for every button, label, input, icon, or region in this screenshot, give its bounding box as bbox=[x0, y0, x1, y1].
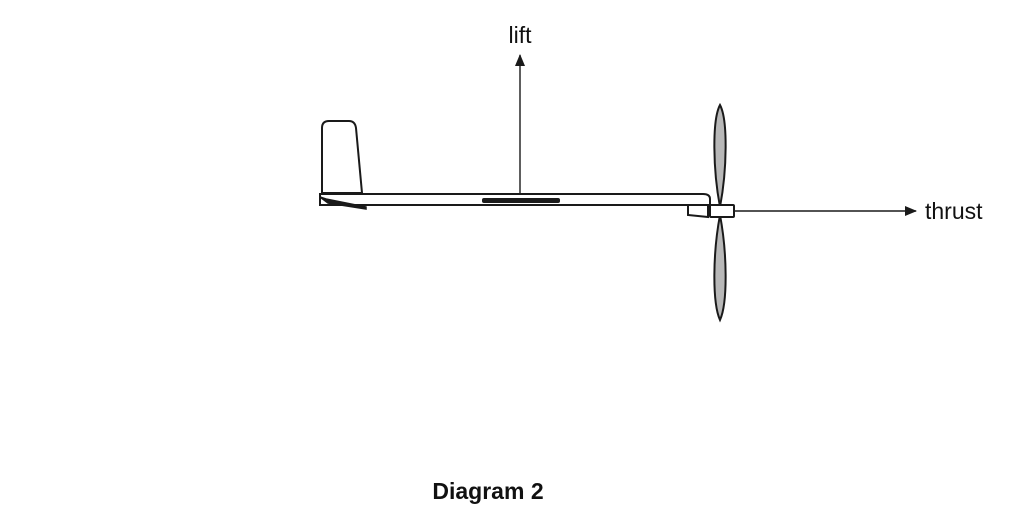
tailplane bbox=[319, 196, 367, 210]
propeller-hub bbox=[709, 204, 735, 218]
wing bbox=[482, 198, 560, 203]
propeller-blade-bottom bbox=[713, 214, 727, 323]
lift-label: lift bbox=[509, 22, 533, 48]
thrust-label: thrust bbox=[925, 198, 983, 224]
diagram-caption: Diagram 2 bbox=[432, 478, 543, 504]
propeller-bearing bbox=[687, 204, 709, 219]
tail-fin bbox=[321, 120, 364, 194]
propeller-blade-top bbox=[713, 102, 727, 208]
